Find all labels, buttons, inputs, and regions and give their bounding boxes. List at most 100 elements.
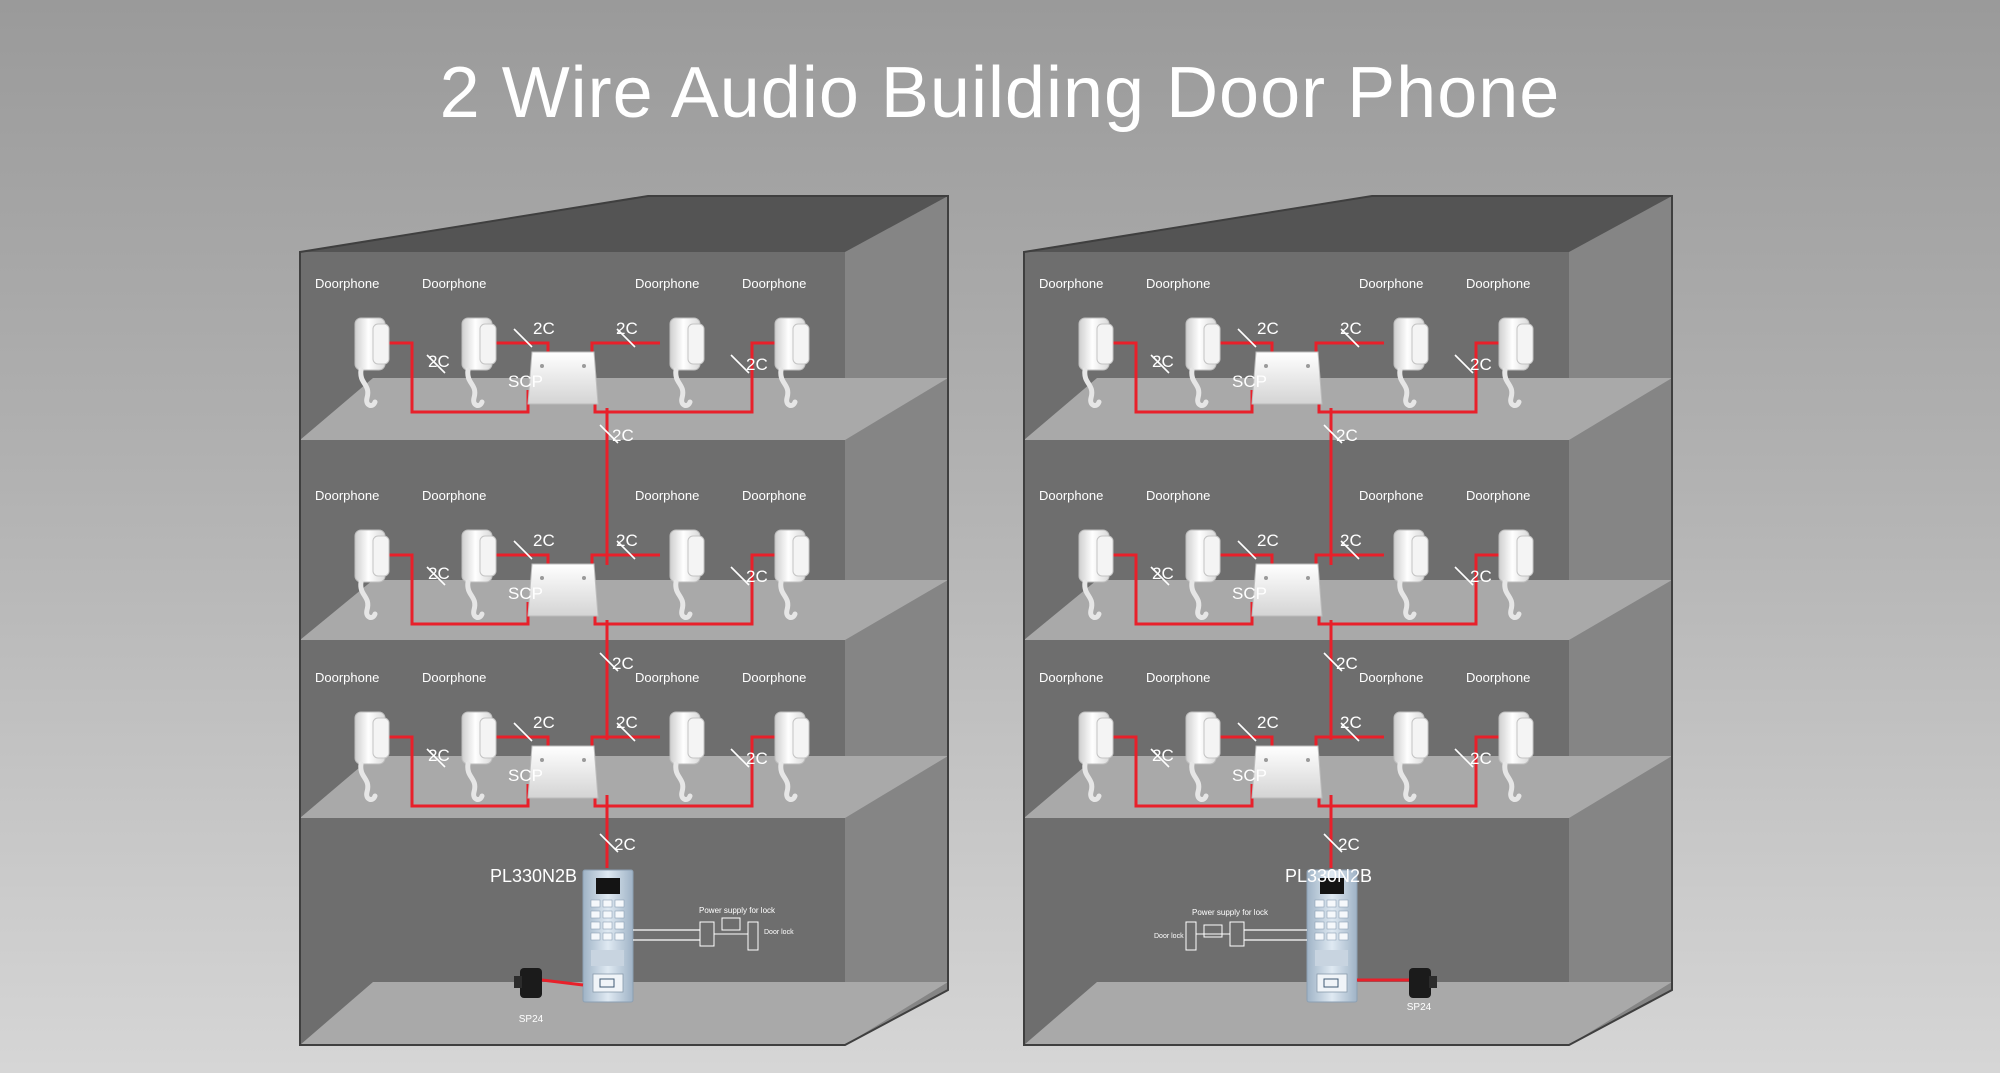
doorphone-cord bbox=[465, 367, 485, 408]
cable-2c-label: 2C bbox=[533, 531, 555, 550]
cable-2c-label: 2C bbox=[428, 746, 450, 765]
scp-label: SCP bbox=[1232, 584, 1267, 603]
panel-keypad-key bbox=[1326, 910, 1337, 919]
wire bbox=[487, 341, 550, 352]
doorphone-label: Doorphone bbox=[635, 276, 699, 291]
wire bbox=[593, 341, 780, 414]
cable-marker bbox=[1323, 833, 1343, 853]
doorphone-handset-grip bbox=[372, 535, 390, 577]
doorphone-handset-grip bbox=[1096, 535, 1114, 577]
cable-2c-label: 2C bbox=[746, 749, 768, 768]
scp-box bbox=[1251, 351, 1323, 405]
doorphone-label: Doorphone bbox=[1146, 276, 1210, 291]
power-adapter: SP24 bbox=[514, 968, 584, 1025]
floor-slab bbox=[1024, 580, 1672, 640]
cable-2c-label: 2C bbox=[533, 713, 555, 732]
doorphone-cord bbox=[358, 579, 378, 620]
cable-marker bbox=[1340, 328, 1360, 348]
panel-keypad-key bbox=[1326, 899, 1337, 908]
doorphone-cord bbox=[1397, 367, 1417, 408]
adapter-body bbox=[1409, 968, 1431, 998]
wire bbox=[487, 735, 550, 746]
wire bbox=[1211, 553, 1274, 564]
wire bbox=[1105, 341, 1254, 414]
scp-distributor bbox=[527, 745, 599, 799]
doorphone-handset-grip bbox=[792, 535, 810, 577]
scp-screw bbox=[1306, 364, 1310, 368]
cable-2c-label: 2C bbox=[746, 567, 768, 586]
doorphone-cord bbox=[778, 367, 798, 408]
panel-keypad-key bbox=[1314, 921, 1325, 930]
doorphone-cord bbox=[778, 579, 798, 620]
cable-marker bbox=[599, 424, 619, 444]
wire bbox=[381, 735, 530, 808]
doorphone-label: Doorphone bbox=[1466, 670, 1530, 685]
adapter-plug bbox=[1429, 976, 1437, 988]
wire bbox=[487, 553, 550, 564]
cable-marker bbox=[513, 328, 533, 348]
doorphone-handset bbox=[1078, 317, 1114, 408]
doorphone-handset bbox=[1078, 529, 1114, 620]
doorphone-handset bbox=[1185, 711, 1221, 802]
doorphone-handset-grip bbox=[372, 717, 390, 759]
ground-slab bbox=[300, 982, 948, 1045]
door-lock bbox=[1185, 921, 1197, 951]
doorphone-cord bbox=[1502, 761, 1522, 802]
doorphone-handset-grip bbox=[687, 323, 705, 365]
entrance-panel bbox=[582, 869, 634, 1003]
cable-2c-label: 2C bbox=[1470, 749, 1492, 768]
doorphone-label: Doorphone bbox=[635, 670, 699, 685]
cable-2c-label: 2C bbox=[612, 426, 634, 445]
cable-marker bbox=[730, 566, 750, 586]
cable-marker bbox=[1150, 748, 1170, 768]
cable-2c-label: 2C bbox=[428, 352, 450, 371]
panel-speaker-grill bbox=[591, 950, 624, 966]
card-reader bbox=[1316, 973, 1348, 993]
panel-keypad-key bbox=[614, 910, 625, 919]
wire bbox=[381, 341, 530, 414]
cable-marker bbox=[426, 566, 446, 586]
doorphone-label: Doorphone bbox=[1146, 670, 1210, 685]
doorphone-handset bbox=[354, 711, 390, 802]
doorphone-handset bbox=[354, 317, 390, 408]
scp-box bbox=[527, 563, 599, 617]
doorphone-cord bbox=[673, 761, 693, 802]
cable-2c-label: 2C bbox=[614, 835, 636, 854]
cable-marker bbox=[616, 722, 636, 742]
wire bbox=[1317, 341, 1504, 414]
scp-distributor bbox=[1251, 563, 1323, 617]
panel-keypad-key bbox=[1338, 899, 1349, 908]
card-reader bbox=[592, 973, 624, 993]
cable-2c-label: 2C bbox=[1257, 713, 1279, 732]
panel-keypad-key bbox=[1314, 899, 1325, 908]
cable-2c-label: 2C bbox=[1470, 355, 1492, 374]
panel-keypad-key bbox=[1338, 932, 1349, 941]
doorphone-cord bbox=[1502, 367, 1522, 408]
doorphone-handset bbox=[669, 317, 705, 408]
lock-power-supply bbox=[721, 917, 741, 931]
wire bbox=[593, 735, 780, 808]
doorphone-handset-grip bbox=[1203, 535, 1221, 577]
doorphone-handset bbox=[774, 529, 810, 620]
panel-keypad-key bbox=[590, 921, 601, 930]
wire bbox=[1317, 735, 1504, 808]
scp-label: SCP bbox=[1232, 372, 1267, 391]
wire bbox=[381, 553, 530, 626]
wire bbox=[1211, 735, 1274, 746]
scp-label: SCP bbox=[1232, 766, 1267, 785]
wire bbox=[590, 735, 660, 746]
doorphone-cord bbox=[1082, 579, 1102, 620]
panel-display bbox=[1320, 878, 1344, 894]
doorphone-cord bbox=[1397, 761, 1417, 802]
cable-marker bbox=[599, 833, 619, 853]
cable-2c-label: 2C bbox=[1470, 567, 1492, 586]
doorphone-label: Doorphone bbox=[1359, 488, 1423, 503]
scp-screw bbox=[582, 758, 586, 762]
doorphone-handset bbox=[1393, 529, 1429, 620]
panel-keypad-key bbox=[1314, 910, 1325, 919]
wire bbox=[1314, 341, 1384, 352]
